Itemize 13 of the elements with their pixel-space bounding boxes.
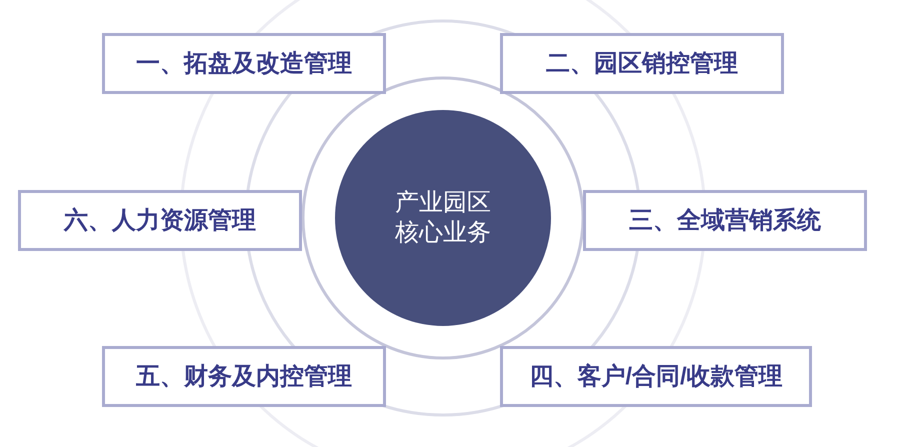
module-box — [102, 346, 386, 407]
module-title: 二、园区销控管理 — [546, 48, 738, 78]
module-title: 三、全域营销系统 — [629, 206, 821, 236]
module-title: 六、人力资源管理 — [64, 206, 256, 236]
module-title: 四、客户/合同/收款管理 — [529, 362, 783, 392]
module-title: 五、财务及内控管理 — [136, 362, 352, 392]
module-box — [500, 346, 812, 407]
module-box — [18, 190, 302, 251]
module-box — [583, 190, 867, 251]
module-box — [102, 33, 386, 94]
module-box — [500, 33, 784, 94]
center-title: 产业园区核心业务 — [394, 188, 492, 248]
module-title: 一、拓盘及改造管理 — [136, 48, 352, 78]
